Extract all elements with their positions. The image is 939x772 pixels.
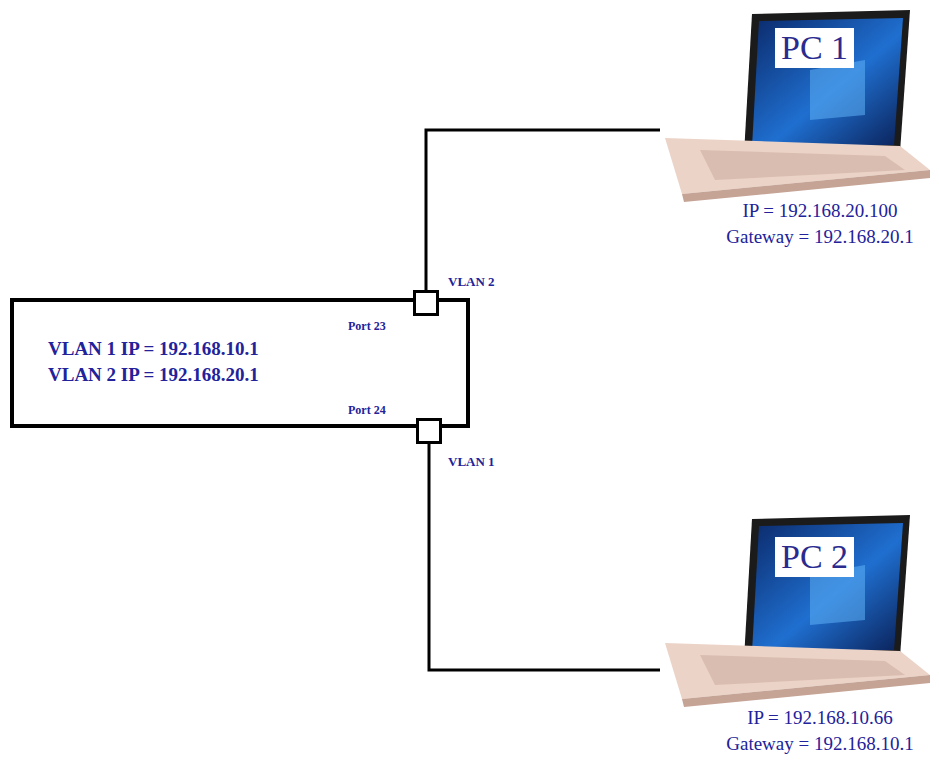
port-label: Port 24 bbox=[348, 403, 386, 418]
network-cable bbox=[429, 444, 660, 670]
ip-setting: IP = 192.168.10.66 bbox=[700, 707, 939, 729]
device-name: PC 2 bbox=[775, 537, 854, 577]
port-square: Port 24 bbox=[416, 418, 442, 444]
switch-box: VLAN 1 IP = 192.168.10.1VLAN 2 IP = 192.… bbox=[10, 298, 470, 428]
laptop-node: PC 1IP = 192.168.20.100Gateway = 192.168… bbox=[660, 10, 935, 260]
device-name: PC 1 bbox=[775, 28, 854, 68]
vlan-label: VLAN 2 bbox=[448, 274, 495, 290]
port-label: Port 23 bbox=[348, 319, 386, 334]
ip-setting: Gateway = 192.168.10.1 bbox=[700, 733, 939, 755]
network-cable bbox=[426, 130, 660, 290]
ip-setting: Gateway = 192.168.20.1 bbox=[700, 226, 939, 248]
port-square: Port 23 bbox=[413, 290, 439, 316]
ip-setting: IP = 192.168.20.100 bbox=[700, 200, 939, 222]
ip-setting: VLAN 2 IP = 192.168.20.1 bbox=[48, 364, 259, 386]
laptop-node: PC 2IP = 192.168.10.66Gateway = 192.168.… bbox=[660, 515, 935, 765]
vlan-label: VLAN 1 bbox=[448, 454, 495, 470]
ip-setting: VLAN 1 IP = 192.168.10.1 bbox=[48, 338, 259, 360]
